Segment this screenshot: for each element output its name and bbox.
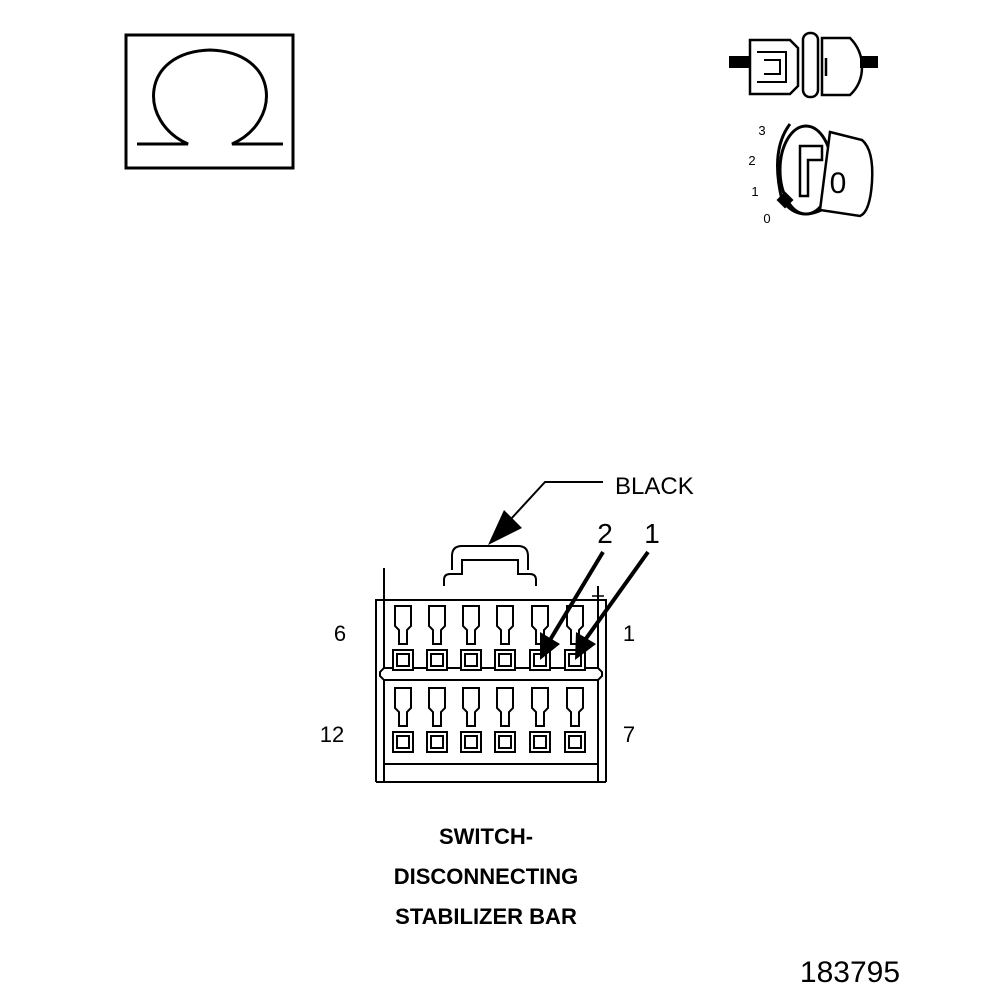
terminal-cavity [564,687,586,753]
terminal-cavity [494,687,516,753]
pin-callout-1: 1 [644,518,660,549]
pin-callouts: 2 1 [540,518,660,660]
ohm-symbol-icon [124,33,295,170]
key-position-label: 0 [830,167,847,200]
terminal-cavity [494,605,516,671]
ignition-position-1: 1 [751,184,758,199]
disconnect-connector-icon [729,31,878,99]
ignition-position-3: 3 [758,123,765,138]
terminal-cavity [460,605,482,671]
bottom-row-left-label: 12 [320,722,344,747]
color-callout: BLACK [488,473,694,545]
figure-number: 183795 [800,956,900,989]
terminal-cavity [392,605,414,671]
bottom-row-right-label: 7 [623,722,635,747]
terminal-cavity [529,687,551,753]
caption-line-2: DISCONNECTING [394,864,579,889]
terminal-cavity [392,687,414,753]
connector-housing [375,545,607,783]
ignition-position-2: 2 [748,153,755,168]
connector-color-label: BLACK [615,473,694,500]
pin-callout-2: 2 [597,518,613,549]
caption-line-3: STABILIZER BAR [395,904,577,929]
terminal-cavity [426,687,448,753]
terminal-cavities [392,605,586,753]
top-row-left-label: 6 [334,621,346,646]
top-row-right-label: 1 [623,621,635,646]
ignition-key-icon: 0 0 1 2 3 [748,123,874,226]
terminal-cavity [426,605,448,671]
caption-line-1: SWITCH- [439,824,533,849]
ignition-position-0: 0 [763,211,770,226]
terminal-cavity [460,687,482,753]
